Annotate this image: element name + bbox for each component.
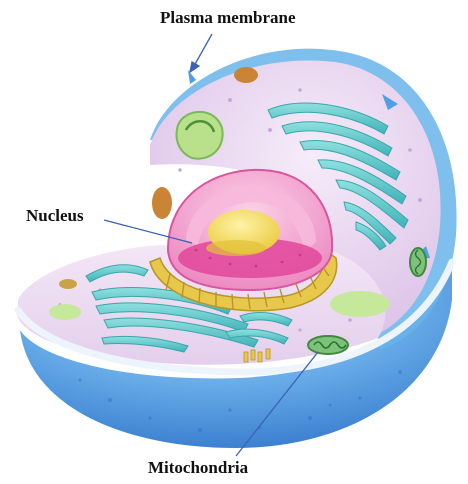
mitochondria-label: Mitochondria <box>148 459 248 476</box>
nucleus-label: Nucleus <box>26 207 84 224</box>
plasma-membrane-label: Plasma membrane <box>160 9 296 26</box>
plasma-membrane-pointer <box>194 34 212 66</box>
